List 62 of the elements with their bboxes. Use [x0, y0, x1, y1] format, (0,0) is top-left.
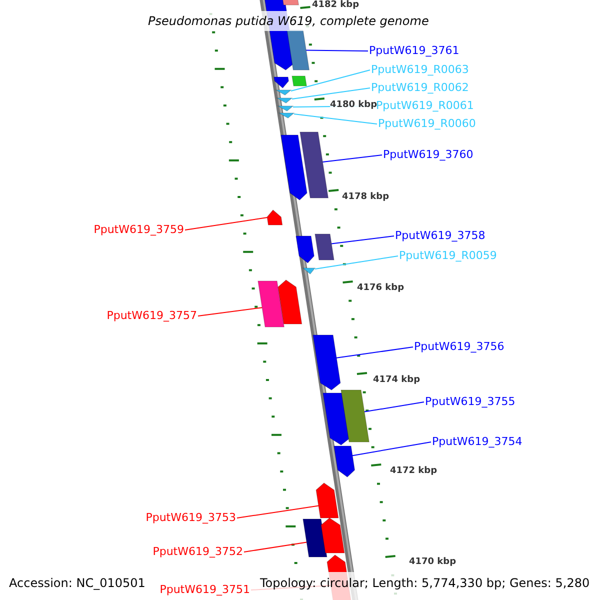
- gene-block: [300, 132, 329, 198]
- gene-label: PputW619_R0059: [399, 248, 497, 262]
- gene-feature: [320, 518, 345, 554]
- rna-marker: [276, 98, 293, 104]
- gene-label: PputW619_3758: [395, 228, 486, 242]
- gene-block: [314, 234, 334, 260]
- scale-label: 4174 kbp: [373, 375, 420, 386]
- leader-line: [294, 114, 378, 124]
- leader-line: [184, 217, 268, 230]
- accession-text: Accession: NC_010501: [9, 575, 146, 591]
- gene-label: PputW619_3761: [369, 44, 460, 56]
- scale-label: 4180 kbp: [330, 100, 378, 111]
- scale-label: 4178 kbp: [342, 192, 390, 203]
- gene-label: PputW619_3759: [94, 222, 184, 236]
- gene-label: PputW619_R0060: [378, 116, 476, 130]
- gene-feature: [296, 236, 314, 264]
- leader-line: [244, 542, 308, 552]
- gene-label: PputW619_3756: [414, 340, 504, 352]
- map-title: Pseudomonas putida W619, complete genome: [148, 13, 429, 29]
- scale-label: 4172 kbp: [390, 466, 438, 477]
- gene-feature: [266, 210, 283, 226]
- leader-line: [314, 256, 398, 270]
- gene-feature: [278, 280, 302, 324]
- rna-marker: [276, 106, 294, 112]
- rna-marker: [274, 90, 292, 96]
- leader-line: [336, 346, 414, 358]
- scale-label: 4170 kbp: [409, 557, 456, 568]
- gene-label: PputW619_R0061: [376, 98, 474, 112]
- leader-line: [364, 402, 424, 412]
- scale-label: 4182 kbp: [312, 0, 360, 11]
- gene-feature: [274, 76, 289, 88]
- gene-block: [280, 0, 299, 6]
- gene-feature: [280, 134, 308, 200]
- leader-line: [290, 70, 370, 92]
- gene-feature: [312, 334, 341, 390]
- gene-block: [340, 390, 370, 442]
- leader-line: [292, 88, 370, 100]
- gene-block: [302, 518, 328, 558]
- leader-line: [352, 442, 432, 456]
- gene-label: PputW619_R0063: [371, 62, 469, 76]
- gene-block: [286, 30, 310, 70]
- rna-marker: [278, 112, 295, 118]
- rna-marker: [302, 268, 316, 274]
- gene-label: PputW619_3757: [106, 308, 197, 322]
- leader-line: [322, 154, 382, 162]
- gene-label: PputW619_R0062: [371, 80, 469, 94]
- gene-label: PputW619_3754: [432, 434, 522, 448]
- genome-info-text: Topology: circular; Length: 5,774,330 bp; Genes: 5,280: [260, 575, 590, 591]
- leader-line: [306, 50, 368, 52]
- scale-label: 4176 kbp: [357, 283, 404, 294]
- leader-line: [236, 505, 319, 518]
- gene-label: PputW619_3751: [160, 582, 250, 596]
- gene-block: [292, 76, 307, 86]
- gene-block: [258, 280, 284, 328]
- gene-label: PputW619_3752: [152, 544, 243, 558]
- gene-label: PputW619_3755: [425, 394, 516, 408]
- leader-line: [331, 236, 394, 244]
- gene-feature: [316, 482, 339, 518]
- gene-feature: [334, 446, 356, 478]
- gene-label: PputW619_3760: [383, 148, 474, 160]
- gene-label: PputW619_3753: [146, 510, 236, 524]
- leader-line: [198, 307, 263, 316]
